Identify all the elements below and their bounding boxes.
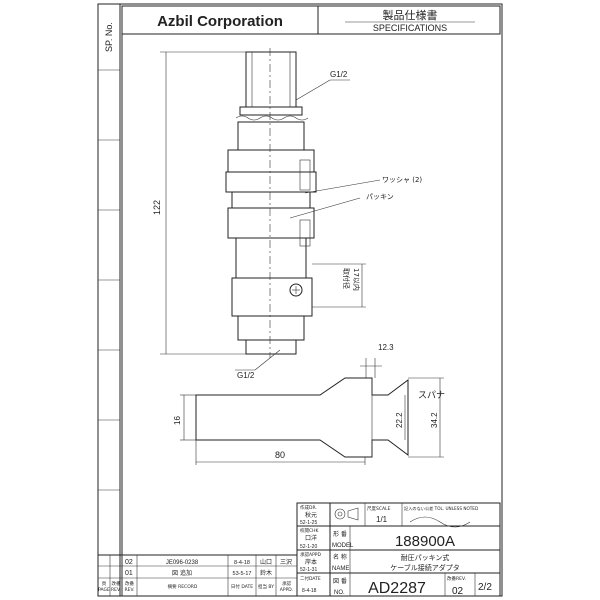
drawn-by: 秋元	[305, 511, 317, 519]
appd-cell: 三沢	[280, 558, 292, 566]
approved-by: 岸本	[305, 558, 317, 566]
sheet-number: 2/2	[478, 582, 492, 593]
title-jp: 製品仕様書	[383, 8, 438, 22]
date-cell: 8-4-18	[234, 560, 250, 566]
by-cell: 鈴木	[260, 569, 272, 577]
checked-date: 52-1-20	[300, 544, 317, 550]
name-label-en: NAME	[332, 566, 349, 572]
thread-bottom-label: G1/2	[237, 371, 255, 380]
header-appd: 承認 APPD.	[279, 581, 294, 593]
header-page: 頁 PAGE	[98, 581, 110, 593]
thread-top-label: G1/2	[330, 70, 348, 79]
scale-value: 1/1	[376, 515, 388, 524]
drawing-number: AD2287	[368, 580, 426, 597]
header-page-rev: 改番 REV.	[111, 581, 121, 593]
product-name-line1: 耐圧パッキン式	[401, 553, 450, 562]
record-cell: JE096-0238	[166, 560, 199, 566]
revision-row: 01 図 追加 53-5-17 鈴木	[125, 569, 272, 577]
drawing-no-label-en: NO.	[334, 590, 345, 596]
dim-jaw-outer: 34.2	[430, 412, 439, 428]
revision-row: 02 JE096-0238 8-4-18 山口 三沢	[125, 558, 292, 566]
mount-dia-label: 取付径	[342, 268, 351, 289]
revision: 02	[452, 586, 464, 597]
header-by: 担当 BY	[257, 584, 275, 590]
approved-date: 52-1-31	[300, 567, 317, 573]
mount-dia-value: 17以内	[352, 268, 361, 291]
product-name-line2: ケーブル接続アダプタ	[390, 563, 460, 572]
issue-date: 8-4-18	[302, 588, 317, 594]
rev-label: 改番REV.	[447, 575, 466, 582]
company-name: Azbil Corporation	[157, 13, 283, 30]
spanner-drawing	[195, 377, 409, 458]
dim-thickness: 12.3	[378, 343, 394, 352]
checked-by: 口洋	[305, 534, 317, 542]
record-cell: 図 追加	[172, 569, 192, 577]
header-date: 日付 DATE	[230, 584, 254, 590]
header-rev: 改番 REV.	[124, 581, 135, 593]
header-record: 摘要 RECORD	[167, 584, 198, 590]
drawing-no-label-jp: 図 番	[333, 578, 347, 585]
dim-jaw-inner: 22.2	[395, 412, 404, 428]
model-label-jp: 形 番	[333, 530, 347, 538]
model-label-en: MODEL	[332, 543, 354, 549]
checked-label: 校閲CHK	[300, 527, 320, 534]
drawn-date: 52-1-25	[300, 520, 317, 526]
rev-cell: 01	[125, 570, 133, 577]
sp-no-label: SP. No.	[104, 22, 114, 52]
packing-label: パッキン	[366, 193, 394, 201]
by-cell: 山口	[260, 558, 272, 566]
projection-symbol-icon	[334, 507, 359, 521]
approved-label: 承認APPD	[300, 551, 322, 558]
scale-label: 尺度SCALE	[367, 505, 391, 512]
dim-spanner-length: 80	[275, 450, 285, 460]
date-cell: 53-5-17	[233, 571, 252, 577]
dim-length: 122	[152, 200, 162, 215]
cable-adapter-drawing	[225, 48, 317, 358]
washer-label: ワッシャ (2)	[382, 176, 422, 184]
title-block	[296, 502, 501, 597]
tolerance-label: 記入のない公差 TOL. UNLESS NOTED	[404, 505, 478, 512]
name-label-jp: 名 称	[333, 553, 347, 561]
issue-label: 二付DATE	[300, 575, 321, 582]
rev-cell: 02	[125, 559, 133, 566]
drawn-label: 作成DR.	[300, 504, 317, 511]
title-en: SPECIFICATIONS	[373, 23, 447, 33]
dim-width: 16	[173, 416, 182, 425]
revision-table	[98, 554, 297, 596]
spanner-label: スパナ	[418, 390, 445, 401]
model-number: 188900A	[395, 533, 455, 550]
